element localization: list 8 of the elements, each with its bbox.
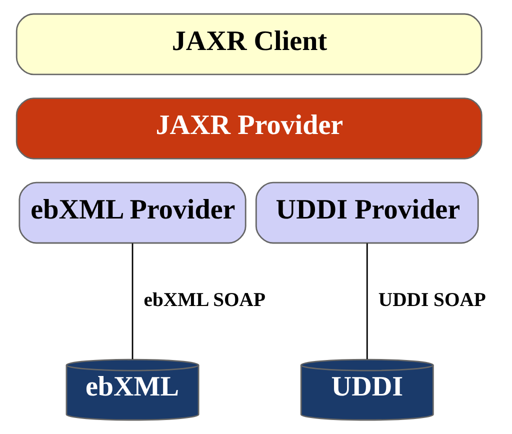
edge-label: UDDI SOAP bbox=[378, 288, 486, 311]
node-box: ebXML Provider bbox=[18, 182, 246, 244]
node-box: JAXR Client bbox=[15, 13, 482, 76]
node-box: JAXR Provider bbox=[15, 98, 482, 160]
edge-label: ebXML SOAP bbox=[143, 288, 266, 311]
node-box: UDDI Provider bbox=[254, 182, 478, 244]
connector bbox=[366, 243, 368, 360]
connector bbox=[131, 243, 133, 360]
